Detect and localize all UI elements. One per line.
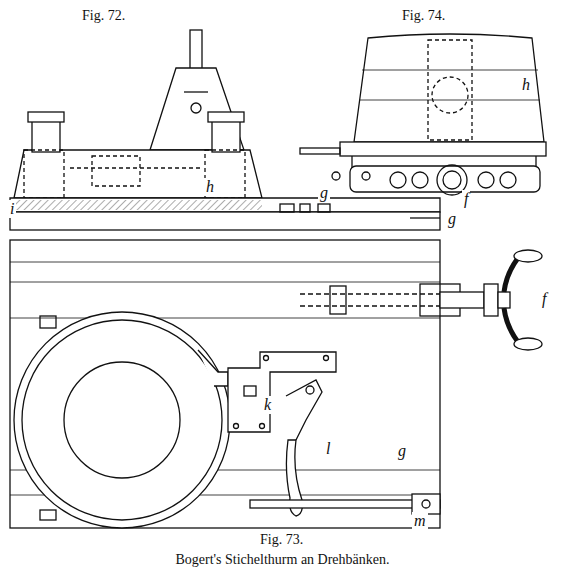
figure-number: Fig. 72. [80,8,127,23]
front-view [300,34,546,195]
part-letter: f [540,290,548,308]
figure-number: Fig. 74. [400,8,447,23]
part-letter: l [324,440,332,458]
part-letter: h [204,178,216,196]
figure-number: Fig. 73. [258,532,305,547]
part-letter: g [446,210,458,228]
part-letter: h [520,76,532,94]
figure-caption: Bogert's Stichelthurm an Drehbänken. [173,552,391,567]
part-letter: f [462,190,470,208]
part-letter: m [412,512,428,530]
part-letter: g [318,184,330,202]
plan-view [10,240,542,528]
part-letter: g [396,442,408,460]
part-letter: i [8,200,16,218]
part-letter: k [262,396,273,414]
